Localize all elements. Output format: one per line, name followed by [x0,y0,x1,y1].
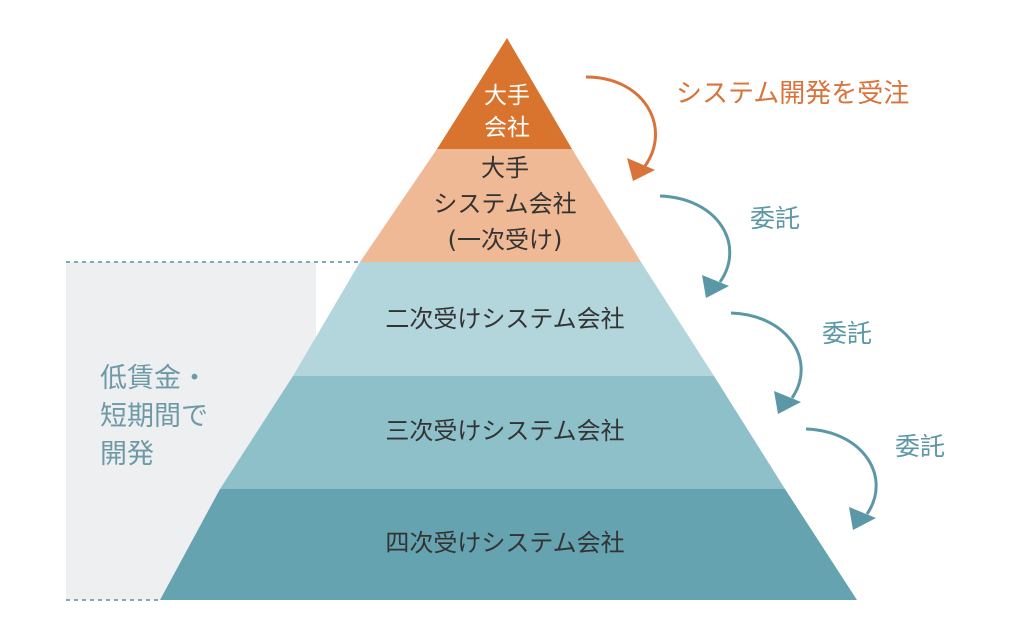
tier-third-subcontract [220,376,785,489]
first-subcontract-label: 大手 システム会社 (一次受け) [400,150,610,258]
itaku-arrow-3-head [849,507,876,530]
tier-top-company [437,38,572,149]
tier-second-subcontract [293,262,714,376]
tier-first-subcontract [360,149,641,262]
second-subcontract-label: 二次受けシステム会社 [385,305,625,333]
top-company-line1: 大手 [484,83,530,109]
itaku-arrow-2-head [774,391,801,414]
itaku-arrow-1 [659,194,732,283]
order-label: システム開発を受注 [676,79,910,109]
side-note-line1: 低賃金・ [100,363,208,394]
itaku-label-2: 委託 [822,319,873,348]
order-arrow-head [627,158,655,181]
first-subcontract-line1: 大手 [481,154,529,182]
fourth-subcontract-label: 四次受けシステム会社 [385,529,625,557]
tier-fourth-subcontract [160,489,857,600]
first-subcontract-line2: システム会社 [433,190,577,218]
side-note-line3: 開発 [100,439,154,470]
order-arrow [585,75,657,167]
itaku-arrow-2 [730,311,803,399]
itaku-arrow-3 [805,427,878,515]
top-company-line2: 会社 [484,115,530,141]
top-company-label: 大手 会社 [458,80,556,144]
side-note-line2: 短期間で [100,401,208,432]
side-note: 低賃金・ 短期間で 開発 [100,360,208,474]
itaku-label-3: 委託 [895,432,946,461]
third-subcontract-label: 三次受けシステム会社 [385,417,625,445]
first-subcontract-line3: (一次受け) [447,226,563,254]
itaku-arrow-1-head [702,275,729,298]
itaku-label-1: 委託 [750,204,801,233]
